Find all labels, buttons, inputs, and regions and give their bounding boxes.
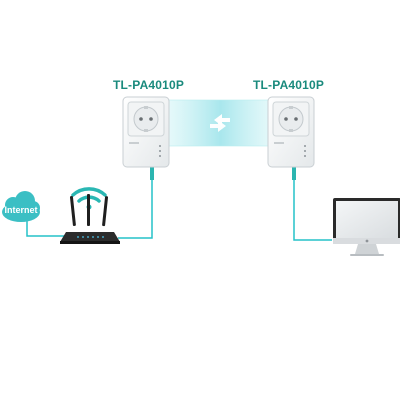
left-cable-plug bbox=[150, 166, 154, 180]
cable-internet-router bbox=[26, 221, 65, 237]
right-adapter-icon bbox=[267, 96, 315, 168]
cable-right-adapter-computer bbox=[293, 178, 332, 241]
router-icon bbox=[60, 194, 120, 244]
left-adapter-label: TL-PA4010P bbox=[113, 78, 185, 92]
right-cable-plug bbox=[292, 166, 296, 180]
network-link-icon bbox=[210, 114, 230, 132]
cable-router-left-adapter bbox=[118, 178, 153, 239]
internet-label: Internet bbox=[4, 205, 38, 215]
left-adapter-icon bbox=[122, 96, 170, 168]
cables bbox=[26, 178, 332, 241]
right-adapter-label: TL-PA4010P bbox=[253, 78, 325, 92]
monitor-icon bbox=[333, 198, 400, 256]
cloud-icon bbox=[2, 191, 40, 222]
